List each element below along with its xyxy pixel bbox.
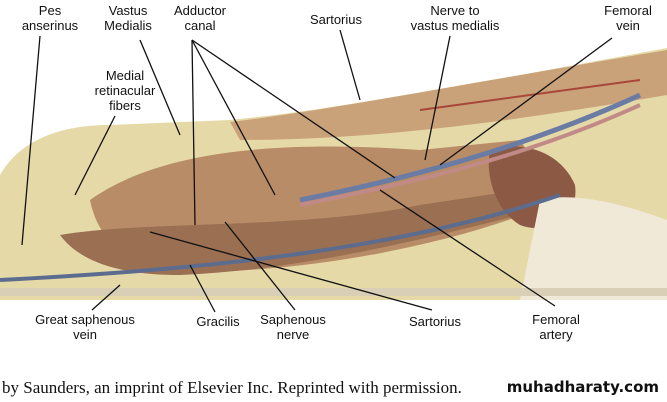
label-medial-retinacular-fibers: Medial retinacular fibers xyxy=(94,68,156,113)
label-femoral-vein: Femoral vein xyxy=(604,3,652,33)
watermark: muhadharaty.com xyxy=(506,378,659,396)
label-gracilis: Gracilis xyxy=(196,314,240,329)
label-pes-anserinus: Pes anserinus xyxy=(21,3,79,33)
label-nerve-to-vastus-medialis: Nerve to vastus medialis xyxy=(410,3,500,33)
label-femoral-artery: Femoral artery xyxy=(532,312,580,342)
label-sartorius-top: Sartorius xyxy=(309,12,363,27)
label-adductor-canal: Adductor canal xyxy=(173,3,227,33)
figure-caption: by Saunders, an imprint of Elsevier Inc.… xyxy=(2,378,462,397)
label-vastus-medialis: Vastus Medialis xyxy=(104,3,152,33)
leader-lines xyxy=(21,29,613,313)
label-sartorius-bottom: Sartorius xyxy=(408,314,462,329)
label-great-saphenous-vein: Great saphenous vein xyxy=(35,312,135,342)
label-saphenous-nerve: Saphenous nerve xyxy=(260,312,326,342)
